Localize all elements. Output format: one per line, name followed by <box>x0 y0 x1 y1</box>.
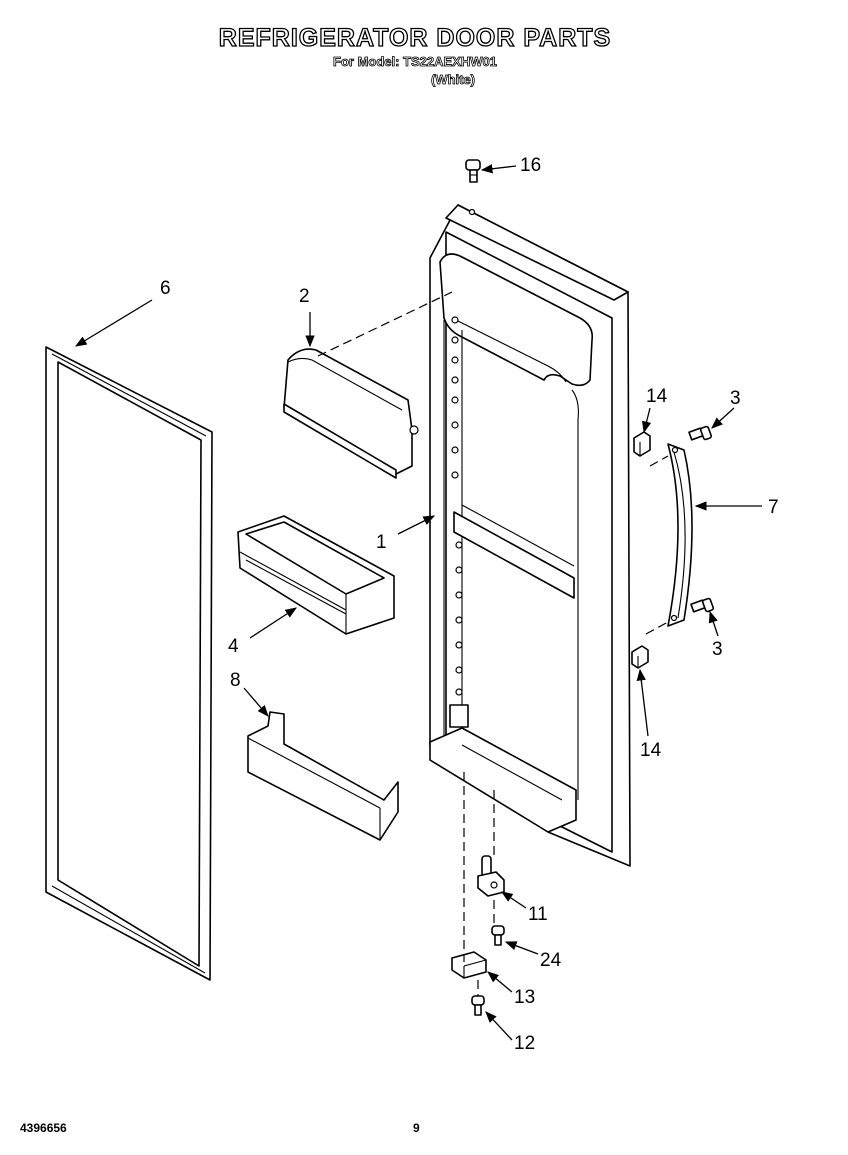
handle-clip-lower <box>631 645 649 669</box>
door-shelf-bin <box>237 515 395 635</box>
callout-6: 6 <box>160 278 171 299</box>
color-label: (White) <box>430 72 476 88</box>
top-screw <box>465 159 481 183</box>
bottom-hinge <box>477 855 505 897</box>
hinge-screw <box>491 925 505 946</box>
callout-3-upper: 3 <box>730 388 741 409</box>
handle-screw-upper <box>688 425 713 441</box>
callout-1: 1 <box>376 532 387 553</box>
handle-screw-lower <box>690 597 715 613</box>
callout-24: 24 <box>540 950 562 971</box>
hinge-bracket <box>451 951 487 979</box>
model-line: For Model: TS22AEXHW01 <box>333 54 498 70</box>
callout-7: 7 <box>768 497 779 518</box>
callout-4: 4 <box>228 636 239 657</box>
callout-11: 11 <box>528 904 548 925</box>
door-handle <box>667 443 693 627</box>
page-number: 9 <box>413 1121 420 1135</box>
assembly-lines <box>317 291 669 996</box>
door-gasket <box>45 346 213 981</box>
part-number: 4396656 <box>20 1121 67 1135</box>
callout-14-upper: 14 <box>646 386 668 407</box>
callout-3-lower: 3 <box>712 639 723 660</box>
callout-2: 2 <box>299 286 310 307</box>
callout-12: 12 <box>514 1033 535 1054</box>
callout-8: 8 <box>230 670 241 691</box>
dairy-door-bin <box>283 348 419 479</box>
handle-clip-upper <box>633 431 651 457</box>
lower-door-bin <box>247 711 399 841</box>
bracket-screw <box>471 995 485 1016</box>
page-title: REFRIGERATOR DOOR PARTS <box>218 23 612 52</box>
callout-14-lower: 14 <box>640 740 662 761</box>
leader-lines <box>74 164 762 1041</box>
callout-13: 13 <box>514 987 535 1008</box>
callout-16: 16 <box>520 155 541 176</box>
door-assembly <box>429 204 631 867</box>
